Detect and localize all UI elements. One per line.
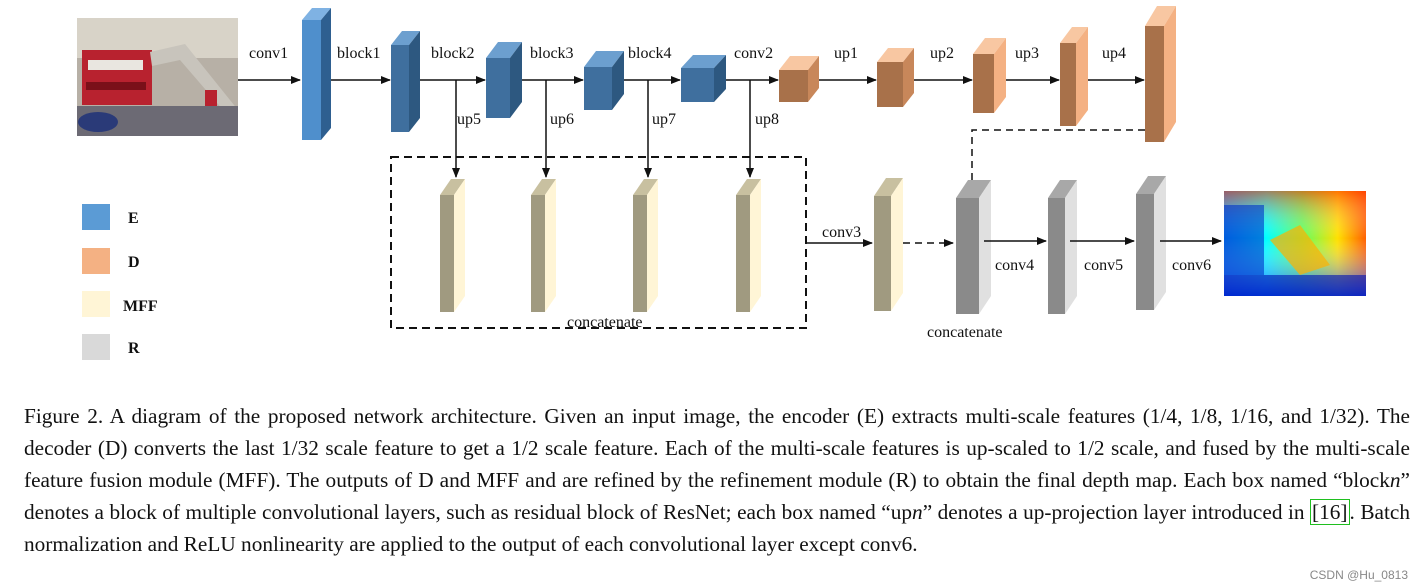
r-concat-block <box>956 180 991 314</box>
decoder-conv2-block <box>779 56 819 102</box>
label-up2: up2 <box>930 45 954 62</box>
input-image <box>77 18 238 136</box>
encoder-block1 <box>391 31 420 132</box>
legend: E D MFF R <box>82 204 158 360</box>
label-concatenate-mff: concatenate <box>567 314 643 331</box>
caption-part3: ” denotes a up-projection layer introduc… <box>922 500 1311 524</box>
decoder-to-r-dashed-arrow <box>968 129 1145 192</box>
legend-label-r: R <box>128 340 140 357</box>
legend-label-d: D <box>128 254 140 271</box>
label-conv2: conv2 <box>734 45 773 62</box>
label-conv6: conv6 <box>1172 257 1211 274</box>
encoder-block3 <box>584 51 624 110</box>
architecture-diagram: conv1 block1 block2 block3 block4 conv2 … <box>77 6 1366 360</box>
label-conv1: conv1 <box>249 45 288 62</box>
decoder-up2-block <box>973 38 1006 113</box>
mff-vertical-arrows <box>452 80 754 178</box>
mff-up8-block <box>736 179 761 312</box>
encoder-block4 <box>681 55 726 102</box>
watermark: CSDN @Hu_0813 <box>1309 568 1408 582</box>
legend-swatch-e <box>82 204 110 230</box>
citation-link[interactable]: [16] <box>1310 499 1350 525</box>
mff-up7-block <box>633 179 658 312</box>
encoder-block2 <box>486 42 522 118</box>
label-up7: up7 <box>652 111 676 128</box>
legend-swatch-r <box>82 334 110 360</box>
output-depth-map <box>1224 191 1366 296</box>
caption-part1: Figure 2. A diagram of the proposed netw… <box>24 404 1410 492</box>
label-block3: block3 <box>530 45 574 62</box>
label-conv3: conv3 <box>822 224 861 241</box>
label-block4: block4 <box>628 45 672 62</box>
mff-conv3-block <box>874 178 903 311</box>
label-up5: up5 <box>457 111 481 128</box>
decoder-up4-block <box>1145 6 1176 142</box>
label-up4: up4 <box>1102 45 1126 62</box>
caption-italic-n1: n <box>1389 468 1401 492</box>
legend-label-e: E <box>128 210 139 227</box>
label-up1: up1 <box>834 45 858 62</box>
caption-part2: ” denotes a block of multiple convolutio… <box>24 468 1410 524</box>
caption-part4: . Batch normalization and ReLU nonlinear… <box>24 500 1411 556</box>
legend-label-mff: MFF <box>123 298 158 315</box>
mff-up5-block <box>440 179 465 312</box>
decoder-up3-block <box>1060 27 1088 126</box>
caption-italic-n2: n <box>912 500 923 524</box>
label-up3: up3 <box>1015 45 1039 62</box>
encoder-conv1-block <box>302 8 331 140</box>
label-concatenate-r: concatenate <box>927 324 1003 341</box>
label-conv5: conv5 <box>1084 257 1123 274</box>
legend-swatch-d <box>82 248 110 274</box>
mff-up6-block <box>531 179 556 312</box>
label-conv4: conv4 <box>995 257 1034 274</box>
decoder-up1-block <box>877 48 914 107</box>
legend-swatch-mff <box>82 291 110 317</box>
label-block1: block1 <box>337 45 381 62</box>
figure-caption: Figure 2. A diagram of the proposed netw… <box>24 400 1410 560</box>
label-up6: up6 <box>550 111 574 128</box>
label-up8: up8 <box>755 111 779 128</box>
r-conv5-block <box>1136 176 1166 310</box>
r-conv4-block <box>1048 180 1077 314</box>
label-block2: block2 <box>431 45 475 62</box>
